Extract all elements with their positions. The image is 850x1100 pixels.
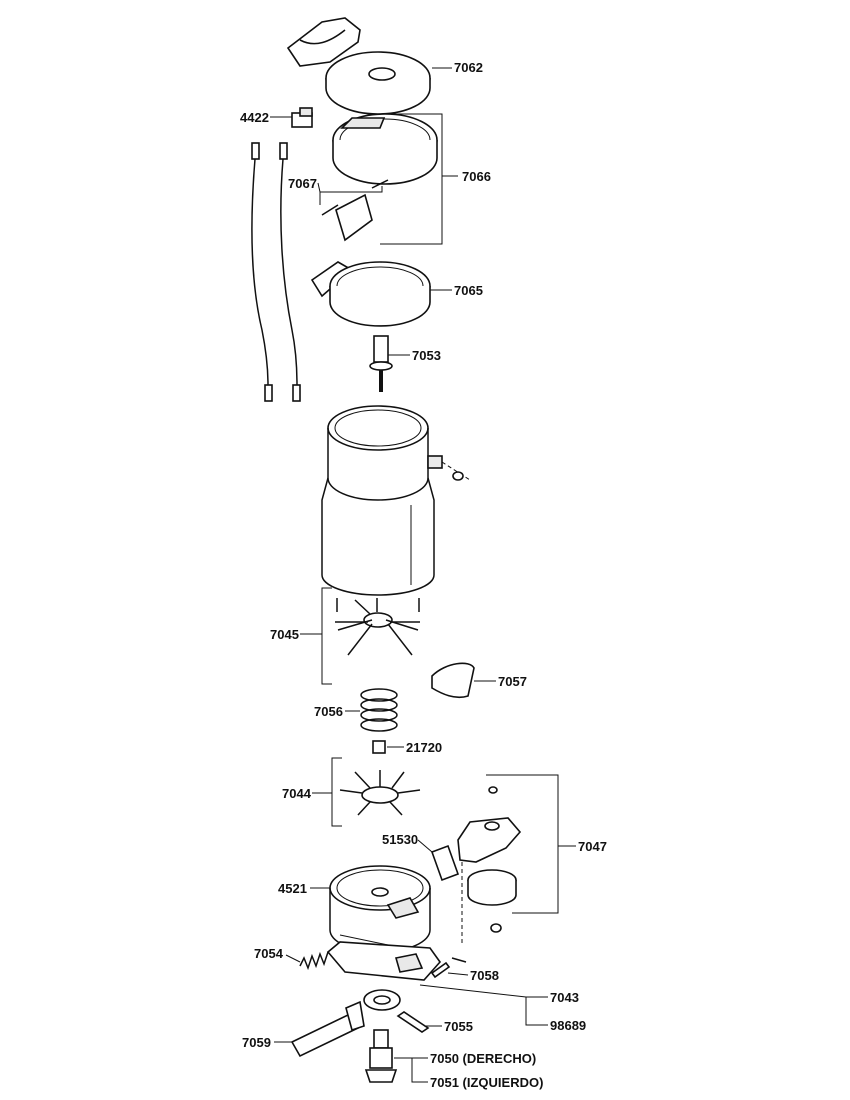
part-7053-spindle	[369, 335, 393, 392]
part-7056-spring	[360, 688, 398, 732]
part-7054-spring	[299, 951, 329, 971]
part-51530-plate	[430, 844, 460, 882]
label-7067: 7067	[288, 176, 317, 191]
label-7044: 7044	[282, 786, 312, 801]
label-7051: 7051 (IZQUIERDO)	[430, 1075, 543, 1090]
part-7065-hopper	[310, 261, 431, 327]
part-7066-ring	[332, 113, 438, 185]
part-7067-plate	[321, 179, 389, 242]
label-7065: 7065	[454, 283, 483, 298]
part-21720-nut	[372, 740, 386, 754]
part-7044-impeller	[339, 770, 421, 816]
part-7047-cam	[457, 786, 522, 945]
part-main-chamber	[321, 405, 471, 596]
part-7058-pin	[430, 957, 467, 979]
label-7066: 7066	[462, 169, 491, 184]
label-7047: 7047	[578, 839, 607, 854]
part-7062-top-cap	[286, 17, 431, 115]
label-7055: 7055	[444, 1019, 473, 1034]
label-7053: 7053	[412, 348, 441, 363]
label-7054: 7054	[254, 946, 284, 961]
label-4521: 4521	[278, 881, 307, 896]
label-51530: 51530	[382, 832, 418, 847]
label-7050: 7050 (DERECHO)	[430, 1051, 536, 1066]
leader-lines	[270, 67, 576, 1083]
label-7043: 7043	[550, 990, 579, 1005]
label-4422: 4422	[240, 110, 269, 125]
part-7057-blade	[431, 662, 475, 699]
label-7062: 7062	[454, 60, 483, 75]
part-labels: 7062 4422 7066 7067 7065 7053 7045 7057 …	[240, 60, 607, 1090]
label-7058: 7058	[470, 968, 499, 983]
label-7056: 7056	[314, 704, 343, 719]
part-7059-lever	[290, 989, 401, 1058]
label-7059: 7059	[242, 1035, 271, 1050]
part-7055-bar	[396, 1011, 430, 1033]
label-7057: 7057	[498, 674, 527, 689]
part-4422-switch	[291, 107, 313, 128]
label-21720: 21720	[406, 740, 442, 755]
part-7050-spout	[364, 1029, 398, 1083]
wire-leads	[251, 142, 301, 402]
label-7045: 7045	[270, 627, 299, 642]
part-7045-impeller	[335, 598, 420, 656]
part-4521-housing	[326, 865, 442, 981]
label-98689: 98689	[550, 1018, 586, 1033]
